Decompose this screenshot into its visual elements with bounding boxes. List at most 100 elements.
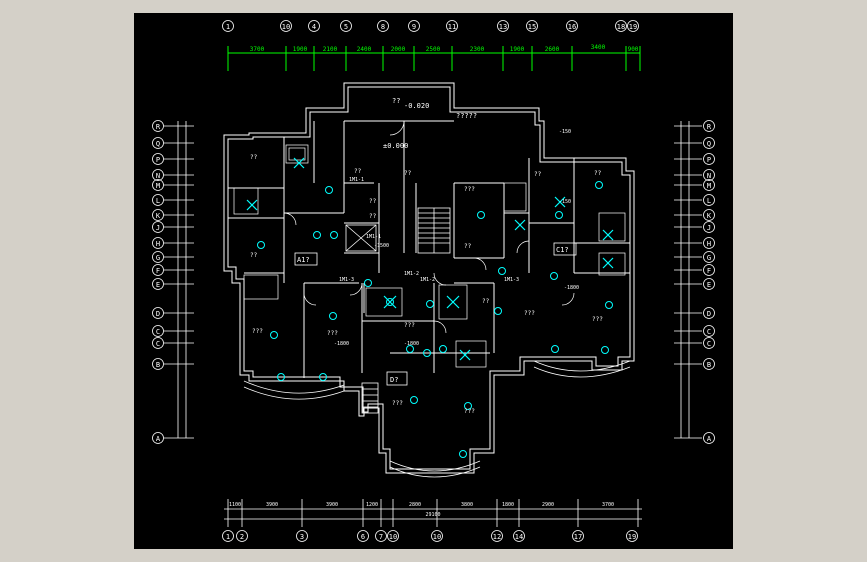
door-tag: 1M1-3 bbox=[504, 277, 519, 283]
top-grid-label: 15 bbox=[528, 23, 536, 31]
right-grid-label: H bbox=[707, 240, 711, 248]
room-label: ??? bbox=[464, 186, 475, 193]
right-grid-label: N bbox=[707, 172, 711, 180]
bottom-grid-label: 19 bbox=[628, 533, 636, 541]
top-dimension-value: 2100 bbox=[323, 46, 338, 53]
bottom-grid-label: 14 bbox=[515, 533, 523, 541]
top-dimension-value: 1900 bbox=[510, 46, 525, 53]
stair-core bbox=[345, 207, 451, 414]
room-label: ?? bbox=[354, 168, 362, 175]
left-grid-label: R bbox=[156, 123, 161, 131]
exterior-walls bbox=[223, 82, 635, 474]
room-label: ?? bbox=[369, 213, 377, 220]
room-label: ?? bbox=[369, 198, 377, 205]
level-tag: -1800 bbox=[404, 341, 419, 347]
bottom-dimension-value: 3800 bbox=[461, 502, 473, 508]
left-grid-label: L bbox=[156, 197, 160, 205]
bottom-dimension-value: 3900 bbox=[266, 502, 278, 508]
room-label: ??? bbox=[592, 316, 603, 323]
top-dimension-value: 2300 bbox=[470, 46, 485, 53]
top-grid-bubbles bbox=[222, 20, 639, 32]
room-label: ?? bbox=[250, 252, 258, 259]
top-grid-label: 10 bbox=[282, 23, 290, 31]
bottom-dimension-value: 2800 bbox=[409, 502, 421, 508]
entry-sign: ????? bbox=[456, 112, 477, 120]
room-label: ??? bbox=[524, 310, 535, 317]
unit-label-c: C1? bbox=[556, 246, 569, 254]
left-grid-label: C bbox=[156, 340, 160, 348]
top-dimension-value: 2600 bbox=[545, 46, 560, 53]
top-dimension-value: 2400 bbox=[357, 46, 372, 53]
bottom-grid-label: 10 bbox=[389, 533, 397, 541]
right-grid-label: Q bbox=[707, 140, 711, 148]
top-dimension-value: 3700 bbox=[250, 46, 265, 53]
top-grid-label: 5 bbox=[344, 23, 348, 31]
bottom-dimension-value: 3700 bbox=[602, 502, 614, 508]
room-label: ??? bbox=[327, 330, 338, 337]
level-tag: -1800 bbox=[564, 285, 579, 291]
bottom-grid-label: 7 bbox=[379, 533, 383, 541]
top-grid-label: 1 bbox=[226, 23, 230, 31]
cad-viewport[interactable]: 1 10 4 5 8 9 11 13 15 16 18 19 3700 1900… bbox=[134, 13, 733, 549]
left-grid-label: K bbox=[156, 212, 161, 220]
room-label: ?? bbox=[594, 170, 602, 177]
bottom-grid-label: 6 bbox=[361, 533, 365, 541]
right-grid-label: K bbox=[707, 212, 712, 220]
right-grid-label: E bbox=[707, 281, 711, 289]
unit-tag-boxes bbox=[294, 242, 577, 386]
room-label: ??? bbox=[404, 322, 415, 329]
left-grid-label: P bbox=[156, 156, 160, 164]
right-grid-label: R bbox=[707, 123, 712, 131]
bottom-dimension-value: 1100 bbox=[229, 502, 241, 508]
right-grid-label: D bbox=[707, 310, 711, 318]
bathroom-fixtures bbox=[233, 144, 626, 368]
left-grid-label: G bbox=[156, 254, 160, 262]
right-grid-label: P bbox=[707, 156, 711, 164]
right-grid-bubbles bbox=[703, 120, 715, 444]
top-dimension-value: 900 bbox=[628, 46, 639, 53]
bottom-dimension-value: 1800 bbox=[502, 502, 514, 508]
left-grid-label: E bbox=[156, 281, 160, 289]
bottom-grid-label: 3 bbox=[300, 533, 304, 541]
bottom-grid-label: 17 bbox=[574, 533, 582, 541]
door-swings bbox=[283, 120, 575, 334]
top-dimension-value: 3400 bbox=[591, 44, 606, 51]
light-fixtures bbox=[257, 181, 613, 458]
top-grid-label: 19 bbox=[629, 23, 637, 31]
left-grid-label: C bbox=[156, 328, 160, 336]
floor-level-entry: -0.020 bbox=[404, 102, 429, 110]
room-label: ??? bbox=[392, 400, 403, 407]
left-dimension-chain bbox=[164, 121, 194, 439]
top-grid-label: 11 bbox=[448, 23, 456, 31]
left-grid-label: D bbox=[156, 310, 160, 318]
left-grid-bubbles bbox=[152, 120, 164, 444]
top-dimension-chain bbox=[227, 46, 641, 71]
top-grid-label: 13 bbox=[499, 23, 507, 31]
room-label: ?? bbox=[404, 170, 412, 177]
right-grid-label: G bbox=[707, 254, 711, 262]
top-dimension-value: 2000 bbox=[391, 46, 406, 53]
room-label: ?? bbox=[534, 171, 542, 178]
unit-label-d: D? bbox=[390, 376, 398, 384]
door-tag: 1M1-1 bbox=[349, 177, 364, 183]
bottom-dimension-total: 29100 bbox=[425, 512, 440, 518]
exhaust-fans bbox=[246, 157, 614, 361]
left-grid-label: Q bbox=[156, 140, 160, 148]
left-grid-label: N bbox=[156, 172, 160, 180]
left-grid-label: M bbox=[156, 182, 160, 190]
top-grid-label: 4 bbox=[312, 23, 316, 31]
bottom-grid-label: 12 bbox=[493, 533, 501, 541]
left-grid-label: H bbox=[156, 240, 160, 248]
right-grid-label: J bbox=[707, 224, 711, 232]
bottom-grid-label: 10 bbox=[433, 533, 441, 541]
entry-marker: ?? bbox=[392, 97, 400, 105]
room-label: ??? bbox=[464, 408, 475, 415]
bottom-dimension-chain bbox=[224, 499, 642, 527]
floor-level-main: ±0.000 bbox=[383, 142, 408, 150]
bottom-dimension-value: 3900 bbox=[326, 502, 338, 508]
room-label: ?? bbox=[482, 298, 490, 305]
room-label: ?? bbox=[250, 154, 258, 161]
interior-walls bbox=[228, 120, 630, 378]
unit-label-a: A1? bbox=[297, 256, 310, 264]
left-grid-label: J bbox=[156, 224, 160, 232]
